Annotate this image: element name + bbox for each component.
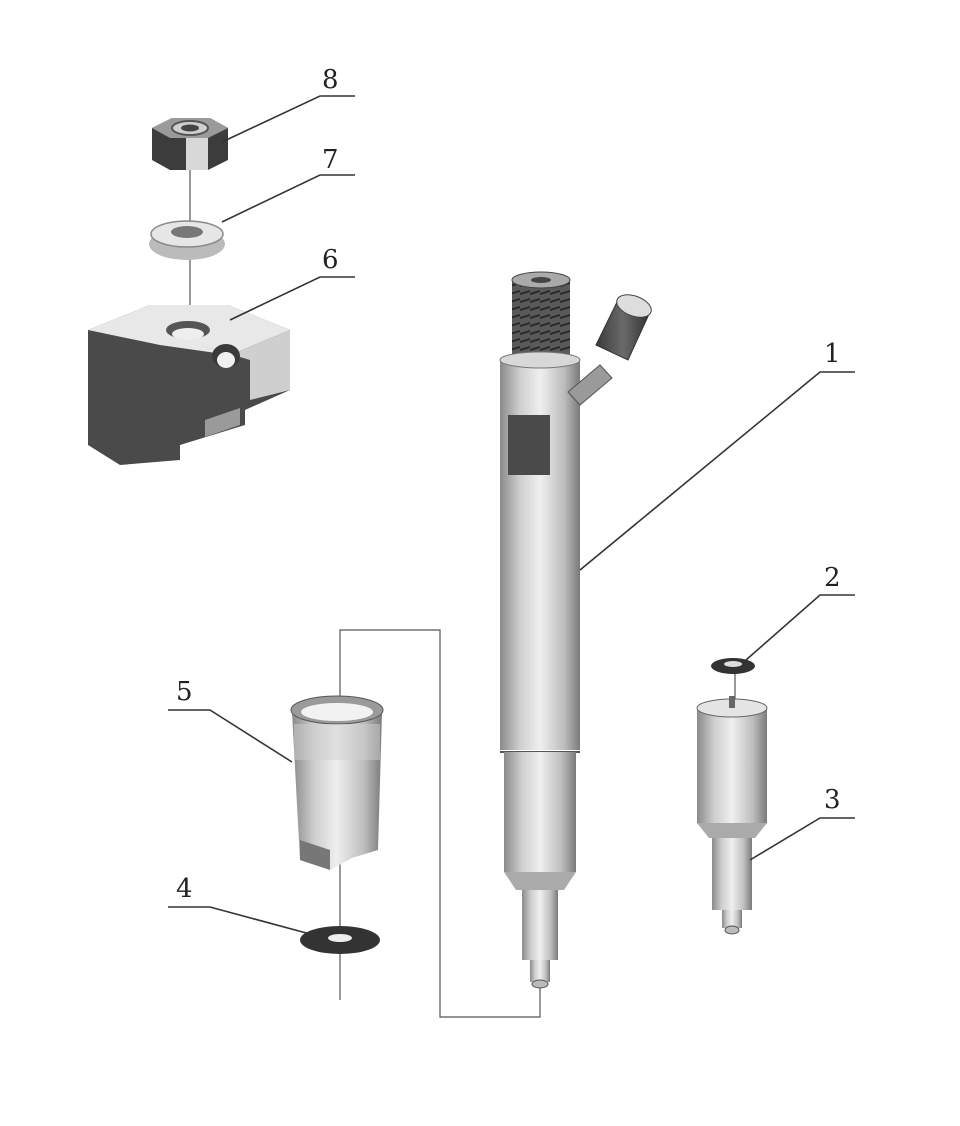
callout-7: 7	[322, 145, 339, 175]
callout-3: 3	[824, 785, 841, 815]
callout-2: 2	[824, 563, 841, 593]
callout-labels: 8 7 6 1 2 3 5 4	[176, 65, 841, 904]
callout-4: 4	[176, 874, 193, 904]
callout-1: 1	[824, 339, 841, 369]
callout-8: 8	[322, 65, 339, 95]
callout-5: 5	[176, 677, 193, 707]
leader-lines	[168, 95, 855, 935]
callout-6: 6	[322, 245, 339, 275]
nozzle-part	[696, 696, 768, 935]
clamp-bracket-part	[88, 305, 290, 465]
injector-body-part	[499, 271, 652, 989]
spherical-washer-part	[149, 220, 225, 260]
small-washer-part	[711, 658, 755, 674]
hex-nut-part	[152, 118, 228, 170]
sealing-washer-part	[300, 926, 380, 954]
assembly-axis-lines	[189, 170, 736, 1018]
sleeve-part	[290, 695, 384, 870]
